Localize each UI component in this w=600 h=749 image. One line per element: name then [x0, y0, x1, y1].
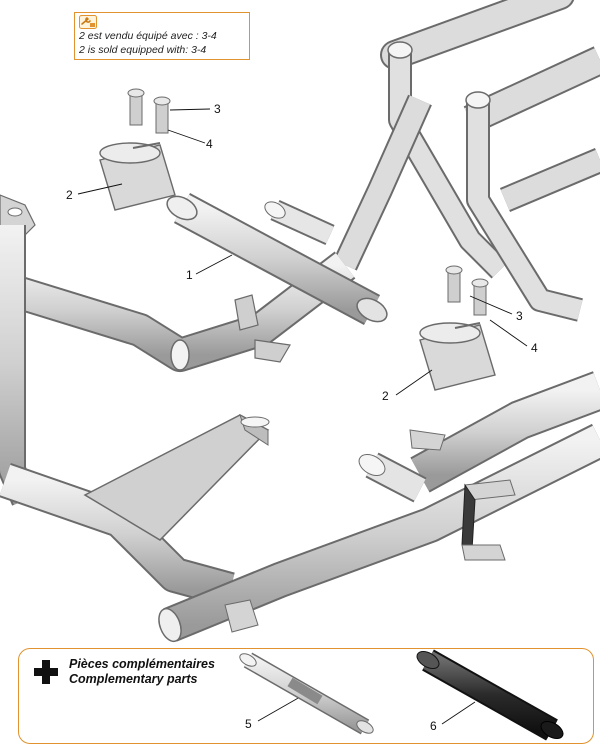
wrench-info-icon	[79, 15, 97, 29]
frame-left-upper-tube	[0, 194, 356, 372]
part-1-cross-tube	[166, 193, 388, 325]
complementary-title-fr: Pièces complémentaires	[69, 657, 215, 671]
part-2-clamp-upper	[99, 142, 176, 211]
frame-upper-right-tubes	[333, 0, 600, 322]
callout-6: 6	[430, 719, 437, 733]
note-line-en: 2 is sold equipped with: 3-4	[79, 44, 207, 56]
part-6-dark-bar	[416, 649, 564, 741]
callout-3-lower: 3	[516, 309, 523, 323]
part-3-4-bolts-upper	[127, 88, 171, 134]
callout-4-upper: 4	[206, 137, 213, 151]
note-line-fr: 2 est vendu équipé avec : 3-4	[79, 30, 217, 42]
callout-3-upper: 3	[214, 102, 221, 116]
callout-2-upper: 2	[66, 188, 73, 202]
complementary-title-en: Complementary parts	[69, 672, 198, 686]
callout-1: 1	[186, 268, 193, 282]
plus-icon	[34, 660, 58, 684]
part-3-4-bolts-lower	[445, 265, 489, 316]
part-5-tube	[239, 652, 374, 735]
callout-2-lower: 2	[382, 389, 389, 403]
callout-4-lower: 4	[531, 341, 538, 355]
part-2-clamp-lower	[419, 322, 496, 391]
complementary-parts-box: Pièces complémentaires Complementary par…	[18, 648, 594, 744]
callout-5: 5	[245, 717, 252, 731]
note-box: 2 est vendu équipé avec : 3-4 2 is sold …	[74, 12, 250, 60]
frame-lower-structure	[0, 225, 600, 643]
